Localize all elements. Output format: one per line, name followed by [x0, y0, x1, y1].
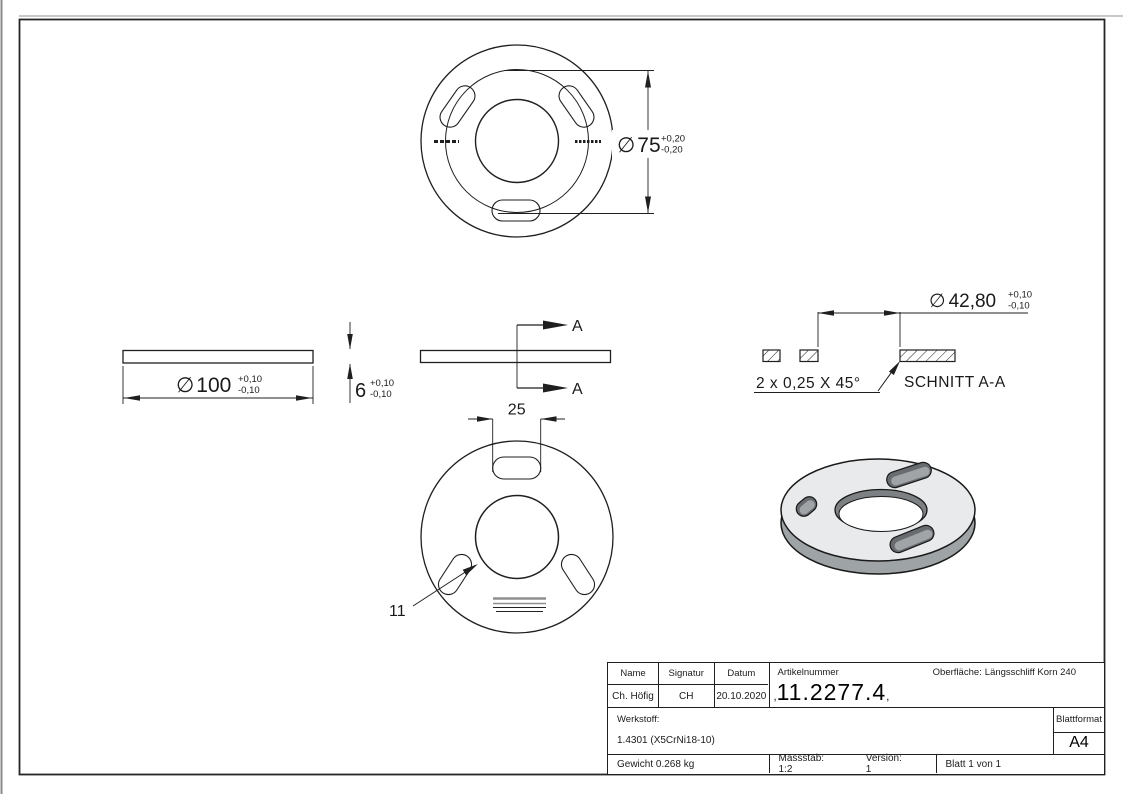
dim-arrow-right [884, 310, 900, 316]
slot-bottom [491, 199, 541, 222]
dimension-d75: ∅75 +0,20 -0,20 [498, 70, 688, 214]
werkstoff-cell: Werkstoff: 1.4301 (X5CrNi18-10) [608, 708, 1053, 754]
title-block-row-identity: Name Signatur Datum Ch. Höfig CH 20.10.2… [608, 663, 1104, 708]
slot-top-left [439, 85, 476, 128]
dim-d75-tol-minus: -0,20 [661, 145, 683, 156]
massstab-version-cell: Massstab: 1:2 Version: 1 [770, 753, 937, 775]
plate-profile [122, 349, 314, 364]
side-view: ∅100 +0,10 -0,10 6 +0,10 -0,10 [122, 322, 394, 404]
dim-d4280-tol-plus: +0,10 [1008, 290, 1032, 301]
dim-d4280-label: ∅42,80 [929, 291, 996, 312]
section-segment [762, 349, 781, 363]
datum-value: 20.10.2020 [716, 690, 767, 702]
center-hole [474, 494, 560, 580]
section-letter-bottom: A [572, 381, 583, 398]
title-block-row-footer: Gewicht 0.268 kg Massstab: 1:2 Version: 1… [608, 753, 1104, 775]
leader-11-label: 11 [389, 603, 406, 620]
name-header: Name [608, 663, 659, 685]
dim-arrow-up [645, 71, 651, 88]
section-segment [799, 349, 819, 363]
slot-3d-left [795, 496, 818, 517]
name-value: Ch. Höfig [608, 685, 659, 707]
name-signatur-datum-table: Name Signatur Datum Ch. Höfig CH 20.10.2… [608, 663, 770, 707]
top-view [420, 44, 614, 238]
dim-thickness-tol-minus: -0,10 [370, 389, 392, 400]
section-segment [899, 349, 956, 363]
dim-thickness-label: 6 [355, 380, 366, 402]
bore-hole [838, 496, 924, 532]
section-arrow-bottom [543, 383, 568, 393]
dim-thickness-tol-plus: +0,10 [370, 378, 394, 389]
dim-arrow-left [124, 395, 140, 401]
gewicht-cell: Gewicht 0.268 kg [608, 755, 770, 773]
artikelnummer-header: Artikelnummer [777, 667, 839, 678]
dim-d100-tol-minus: -0,10 [238, 385, 260, 396]
slot-3d-upper-right [886, 461, 932, 489]
dim-arrow-down [347, 334, 353, 350]
dim-text-mask [612, 130, 688, 158]
leader-line [412, 568, 471, 607]
version-value: Version: 1 [865, 753, 902, 775]
massstab-value: Massstab: 1:2 [778, 753, 825, 775]
oberflaeche-value: Längsschliff Korn 240 [984, 667, 1076, 678]
center-hole [474, 98, 560, 184]
dim-arrow-right [296, 395, 312, 401]
dim-d100-tol-plus: +0,10 [238, 374, 262, 385]
bottom-view [420, 440, 614, 634]
blattformat-cell: Blattformat A4 [1053, 708, 1104, 754]
title-block: Name Signatur Datum Ch. Höfig CH 20.10.2… [607, 662, 1105, 775]
section-view-a-a: ∅42,80 +0,10 -0,10 2 x 0,25 X 45° SCHNIT… [754, 290, 1032, 393]
blattformat-value: A4 [1069, 734, 1089, 752]
artikelnummer-cell: Artikelnummer Oberfläche:Längsschliff Ko… [770, 663, 1105, 707]
leader-11: 11 [389, 564, 478, 620]
section-letter-top: A [572, 318, 583, 335]
dim-arrow-right [477, 416, 493, 422]
slot-bottom-right [560, 553, 596, 596]
slot-3d-lower-right [889, 524, 935, 554]
plate-profile [419, 349, 612, 364]
dim-arrow-left [540, 416, 557, 422]
signatur-header: Signatur [659, 663, 715, 685]
dim-d75-tol-plus: +0,20 [661, 134, 685, 145]
artikelnummer-value: ,11.2277.4, [773, 679, 890, 705]
outer-circle [420, 440, 614, 634]
blattformat-label: Blattformat [1054, 708, 1104, 733]
section-cut-view: A A 25 [419, 318, 612, 472]
dim-d100-label: ∅100 [176, 374, 231, 397]
dim-arrow-left [818, 310, 834, 316]
section-arrow-top [543, 320, 568, 330]
slot-top [492, 456, 542, 480]
chamfer-note: 2 x 0,25 X 45° [756, 375, 861, 392]
datum-header: Datum [714, 663, 769, 685]
oberflaeche-label: Oberfläche: [932, 667, 982, 678]
leader-arrow [462, 564, 478, 576]
slot-bottom-left [437, 553, 473, 596]
section-caption: SCHNITT A-A [904, 374, 1006, 391]
sheet-border [18, 18, 1106, 776]
title-block-row-material: Werkstoff: 1.4301 (X5CrNi18-10) Blattfor… [608, 708, 1104, 755]
slot-top-right [558, 85, 595, 128]
blatt-cell: Blatt 1 von 1 [945, 758, 1002, 770]
dim-d75-label: ∅75 [617, 134, 661, 157]
isometric-view [780, 458, 976, 575]
werkstoff-value: 1.4301 (X5CrNi18-10) [617, 735, 715, 746]
dim-arrow-up [347, 363, 353, 379]
tick-mark: , [773, 691, 777, 703]
bolt-circle [445, 69, 589, 213]
dim-d4280-tol-minus: -0,10 [1008, 301, 1030, 312]
oberflaeche-field: Oberfläche:Längsschliff Korn 240 [930, 667, 1076, 678]
werkstoff-label: Werkstoff: [617, 714, 660, 725]
tick-mark: , [886, 691, 890, 703]
dim-25-label: 25 [508, 402, 526, 419]
signatur-value: CH [659, 685, 715, 707]
leader-arrow [888, 361, 900, 375]
dim-arrow-down [645, 196, 651, 213]
